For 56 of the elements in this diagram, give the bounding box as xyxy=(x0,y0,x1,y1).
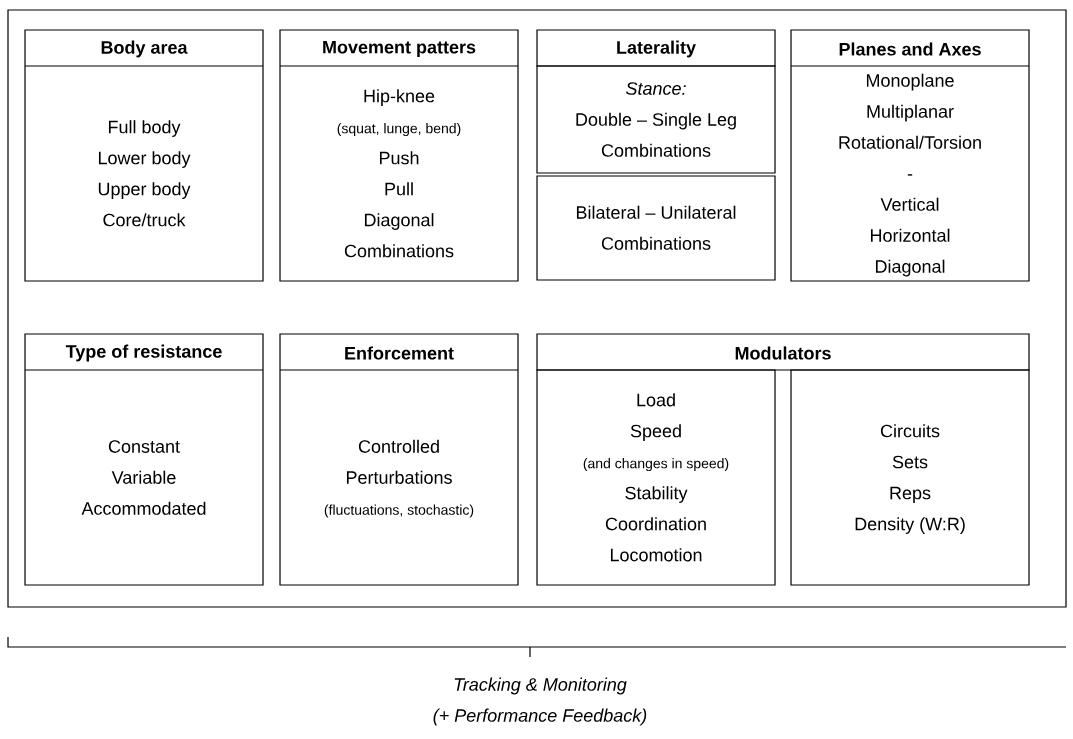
node-label: Upper body xyxy=(98,182,191,199)
node-label: - xyxy=(907,174,913,176)
node-label: Multiplanar xyxy=(867,104,954,122)
category-card xyxy=(24,29,264,282)
category-card xyxy=(24,333,264,586)
category-card xyxy=(279,333,519,586)
node-label: Load xyxy=(637,393,675,407)
item-list: Controlled Perturbations (fluctuations, stochastic) xyxy=(324,439,474,518)
card-heading: Enforcement xyxy=(345,346,454,360)
node-label: (and changes in speed) xyxy=(583,458,729,472)
category-card xyxy=(279,29,519,282)
card-heading: Planes and Axes xyxy=(839,42,981,56)
node-label: Circuits xyxy=(880,424,940,438)
node-label: Speed xyxy=(630,424,681,441)
node-label: Diagonal xyxy=(364,213,434,230)
category-box xyxy=(536,369,776,586)
category-card xyxy=(790,29,1030,282)
node-label: Coordination xyxy=(605,517,706,531)
category-card xyxy=(536,29,776,67)
node-label: Locomotion xyxy=(610,548,702,562)
category-box xyxy=(536,65,776,174)
category-box xyxy=(536,175,776,281)
card-heading: Modulators xyxy=(735,346,831,360)
item-list: Full body Lower body Upper body Core/truck xyxy=(98,120,191,227)
node-label: Reps xyxy=(890,486,931,503)
node-label: Density (W:R) xyxy=(855,517,965,534)
node-label: Vertical xyxy=(880,197,939,211)
node-label: Monoplane xyxy=(866,73,954,91)
item-list: Bilateral – Unilateral Combinations xyxy=(576,205,736,250)
node-label: Sets xyxy=(892,455,928,469)
card-heading: Body area xyxy=(101,40,188,58)
node-label: Core/truck xyxy=(103,213,186,227)
node-label: Horizontal xyxy=(870,228,950,242)
item-list: Load Speed (and changes in speed) Stability Coordination Locomotion xyxy=(583,393,729,562)
node-label: Lower body xyxy=(98,151,191,168)
node-label: Rotational/Torsion xyxy=(839,135,981,149)
item-list: Monoplane Multiplanar Rotational/Torsion - Vertical Horizontal Diagonal xyxy=(839,73,981,277)
caption: Tracking & Monitoring xyxy=(454,677,627,695)
node-label: Stability xyxy=(625,486,688,503)
caption: (+ Performance Feedback) xyxy=(433,708,647,726)
category-box xyxy=(790,369,1030,586)
card-heading: Laterality xyxy=(617,40,696,58)
node-label: Pull xyxy=(385,182,413,196)
item-list: Constant Variable Accommodated xyxy=(81,440,206,515)
item-list: Circuits Sets Reps Density (W:R) xyxy=(855,424,965,534)
category-card xyxy=(536,333,1030,371)
node-label: Hip-knee xyxy=(364,89,435,106)
node-label: (squat, lunge, bend) xyxy=(337,123,461,137)
card-heading: Type of resistance xyxy=(65,344,222,362)
node-label: Full body xyxy=(108,120,181,137)
item-list: Stance: Double – Single Leg Combinations xyxy=(576,82,736,157)
item-list: Hip-knee (squat, lunge, bend) Push Pull Diagonal Combinations xyxy=(337,89,461,258)
card-heading: Movement patters xyxy=(323,40,476,58)
node-label: Diagonal xyxy=(875,259,945,277)
node-label: Combinations xyxy=(344,244,454,258)
node-label: Push xyxy=(379,151,419,165)
